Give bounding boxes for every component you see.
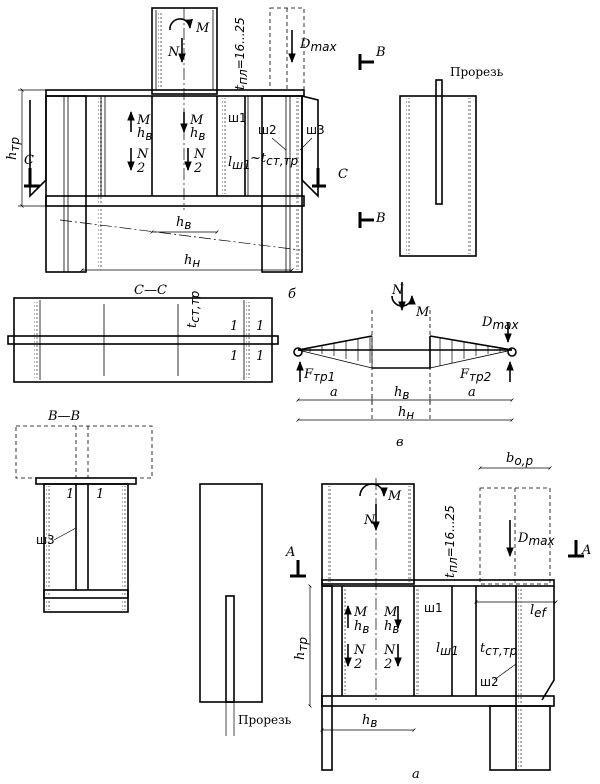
b-caption: б	[288, 287, 296, 302]
v-m-label: M	[415, 305, 430, 320]
v-ftr1: Fтр1	[303, 367, 335, 384]
left-branch	[45, 95, 87, 273]
b-c-right: C	[338, 167, 348, 182]
right-branch	[261, 95, 303, 273]
bb-one-a: 1	[66, 487, 74, 502]
b-n2-2: N	[193, 147, 206, 162]
cc-tsttr: tст,тр	[185, 290, 202, 328]
bb-sh3: ш3	[36, 533, 55, 547]
a-hv-1: hв	[354, 619, 369, 636]
v-a-left: a	[330, 385, 338, 400]
a-bor: bо,р	[506, 451, 533, 468]
v-dmax-label: Dmax	[481, 315, 519, 332]
v-ftr2: Fтр2	[459, 367, 491, 384]
slot-view-bottom: Прорезь	[199, 483, 292, 736]
cc-one-a: 1	[230, 319, 238, 334]
top-plate	[45, 89, 305, 97]
v-a-right: a	[468, 385, 476, 400]
section-bb: B—B 1 1 ш3	[15, 409, 153, 613]
a-n-label: N	[363, 513, 376, 528]
v-caption: в	[396, 435, 404, 450]
b-n-label: N	[167, 45, 180, 60]
b-sh3: ш3	[306, 123, 325, 137]
bb-title: B—B	[47, 409, 80, 424]
b-c-left: C	[24, 153, 34, 168]
b-two-2: 2	[193, 161, 202, 176]
cc-one-d: 1	[256, 349, 264, 364]
b-mark-bottom: B	[375, 211, 386, 226]
a-mark-left: A	[285, 545, 295, 560]
slot-label-top: Прорезь	[450, 65, 504, 79]
a-htr: hтр	[293, 637, 310, 660]
a-hv-2: hв	[384, 619, 399, 636]
upper-column	[151, 7, 218, 95]
b-tsttr: ~tст,тр	[250, 151, 299, 168]
b-m-label: M	[195, 21, 210, 36]
slot-view-b: B B Прорезь	[358, 45, 504, 257]
v-n-label: N	[391, 283, 404, 298]
a-m-hv-2: M	[383, 605, 398, 620]
a-hv-dim: hв	[362, 713, 377, 730]
a-two-1: 2	[353, 657, 362, 672]
b-tpl-label: tпл=16...25	[233, 17, 250, 90]
b-m-hv-1: M	[136, 113, 151, 128]
a-n2-1: N	[353, 643, 366, 658]
bottom-plate	[45, 195, 305, 207]
a-m-hv-1: M	[353, 605, 368, 620]
b-mark-top: B	[375, 45, 386, 60]
b-hv-1: hв	[137, 126, 152, 143]
b-hn-dim: hн	[184, 253, 200, 270]
v-hv: hв	[394, 385, 409, 402]
crane-beam-outline	[269, 7, 305, 91]
section-cc: C—C tст,тр 1 1 1 1	[7, 283, 279, 383]
b-htr-label: hтр	[5, 137, 22, 160]
a-mark-right: A	[581, 543, 591, 558]
a-dmax: Dmax	[517, 531, 555, 548]
figure-a: bо,р N M A A tпл=16...25 Dmax lef	[285, 451, 591, 782]
b-hv-dim: hв	[176, 215, 191, 232]
slot-label-bottom: Прорезь	[238, 713, 292, 727]
a-lsh1: lш1	[436, 641, 459, 658]
a-n2-2: N	[383, 643, 396, 658]
v-hn: hн	[398, 405, 414, 422]
a-two-2: 2	[383, 657, 392, 672]
figure-b: Dmax N M tпл=16...25 hтр C C M hв N 2 M …	[5, 7, 348, 302]
cc-one-b: 1	[256, 319, 264, 334]
a-sh2: ш2	[480, 675, 499, 689]
b-n2-1: N	[136, 147, 149, 162]
b-sh2: ш2	[258, 123, 277, 137]
figure-v: N M Dmax Fтр1 Fтр2 a hв a hн в	[293, 282, 519, 450]
a-caption: а	[412, 767, 420, 782]
b-hv-2: hв	[190, 126, 205, 143]
a-lef: lef	[530, 603, 548, 620]
b-dmax-label: Dmax	[299, 37, 337, 54]
cc-title: C—C	[134, 283, 167, 298]
b-sh1: ш1	[228, 111, 247, 125]
b-m-hv-2: M	[189, 113, 204, 128]
a-tpl-label: tпл=16...25	[443, 505, 460, 578]
b-lsh1: lш1	[228, 155, 251, 172]
a-tsttr: tст,тр	[480, 641, 518, 658]
cc-one-c: 1	[230, 349, 238, 364]
bb-one-b: 1	[96, 487, 104, 502]
b-two-1: 2	[136, 161, 145, 176]
a-m-label: M	[387, 489, 402, 504]
a-sh1: ш1	[424, 601, 443, 615]
